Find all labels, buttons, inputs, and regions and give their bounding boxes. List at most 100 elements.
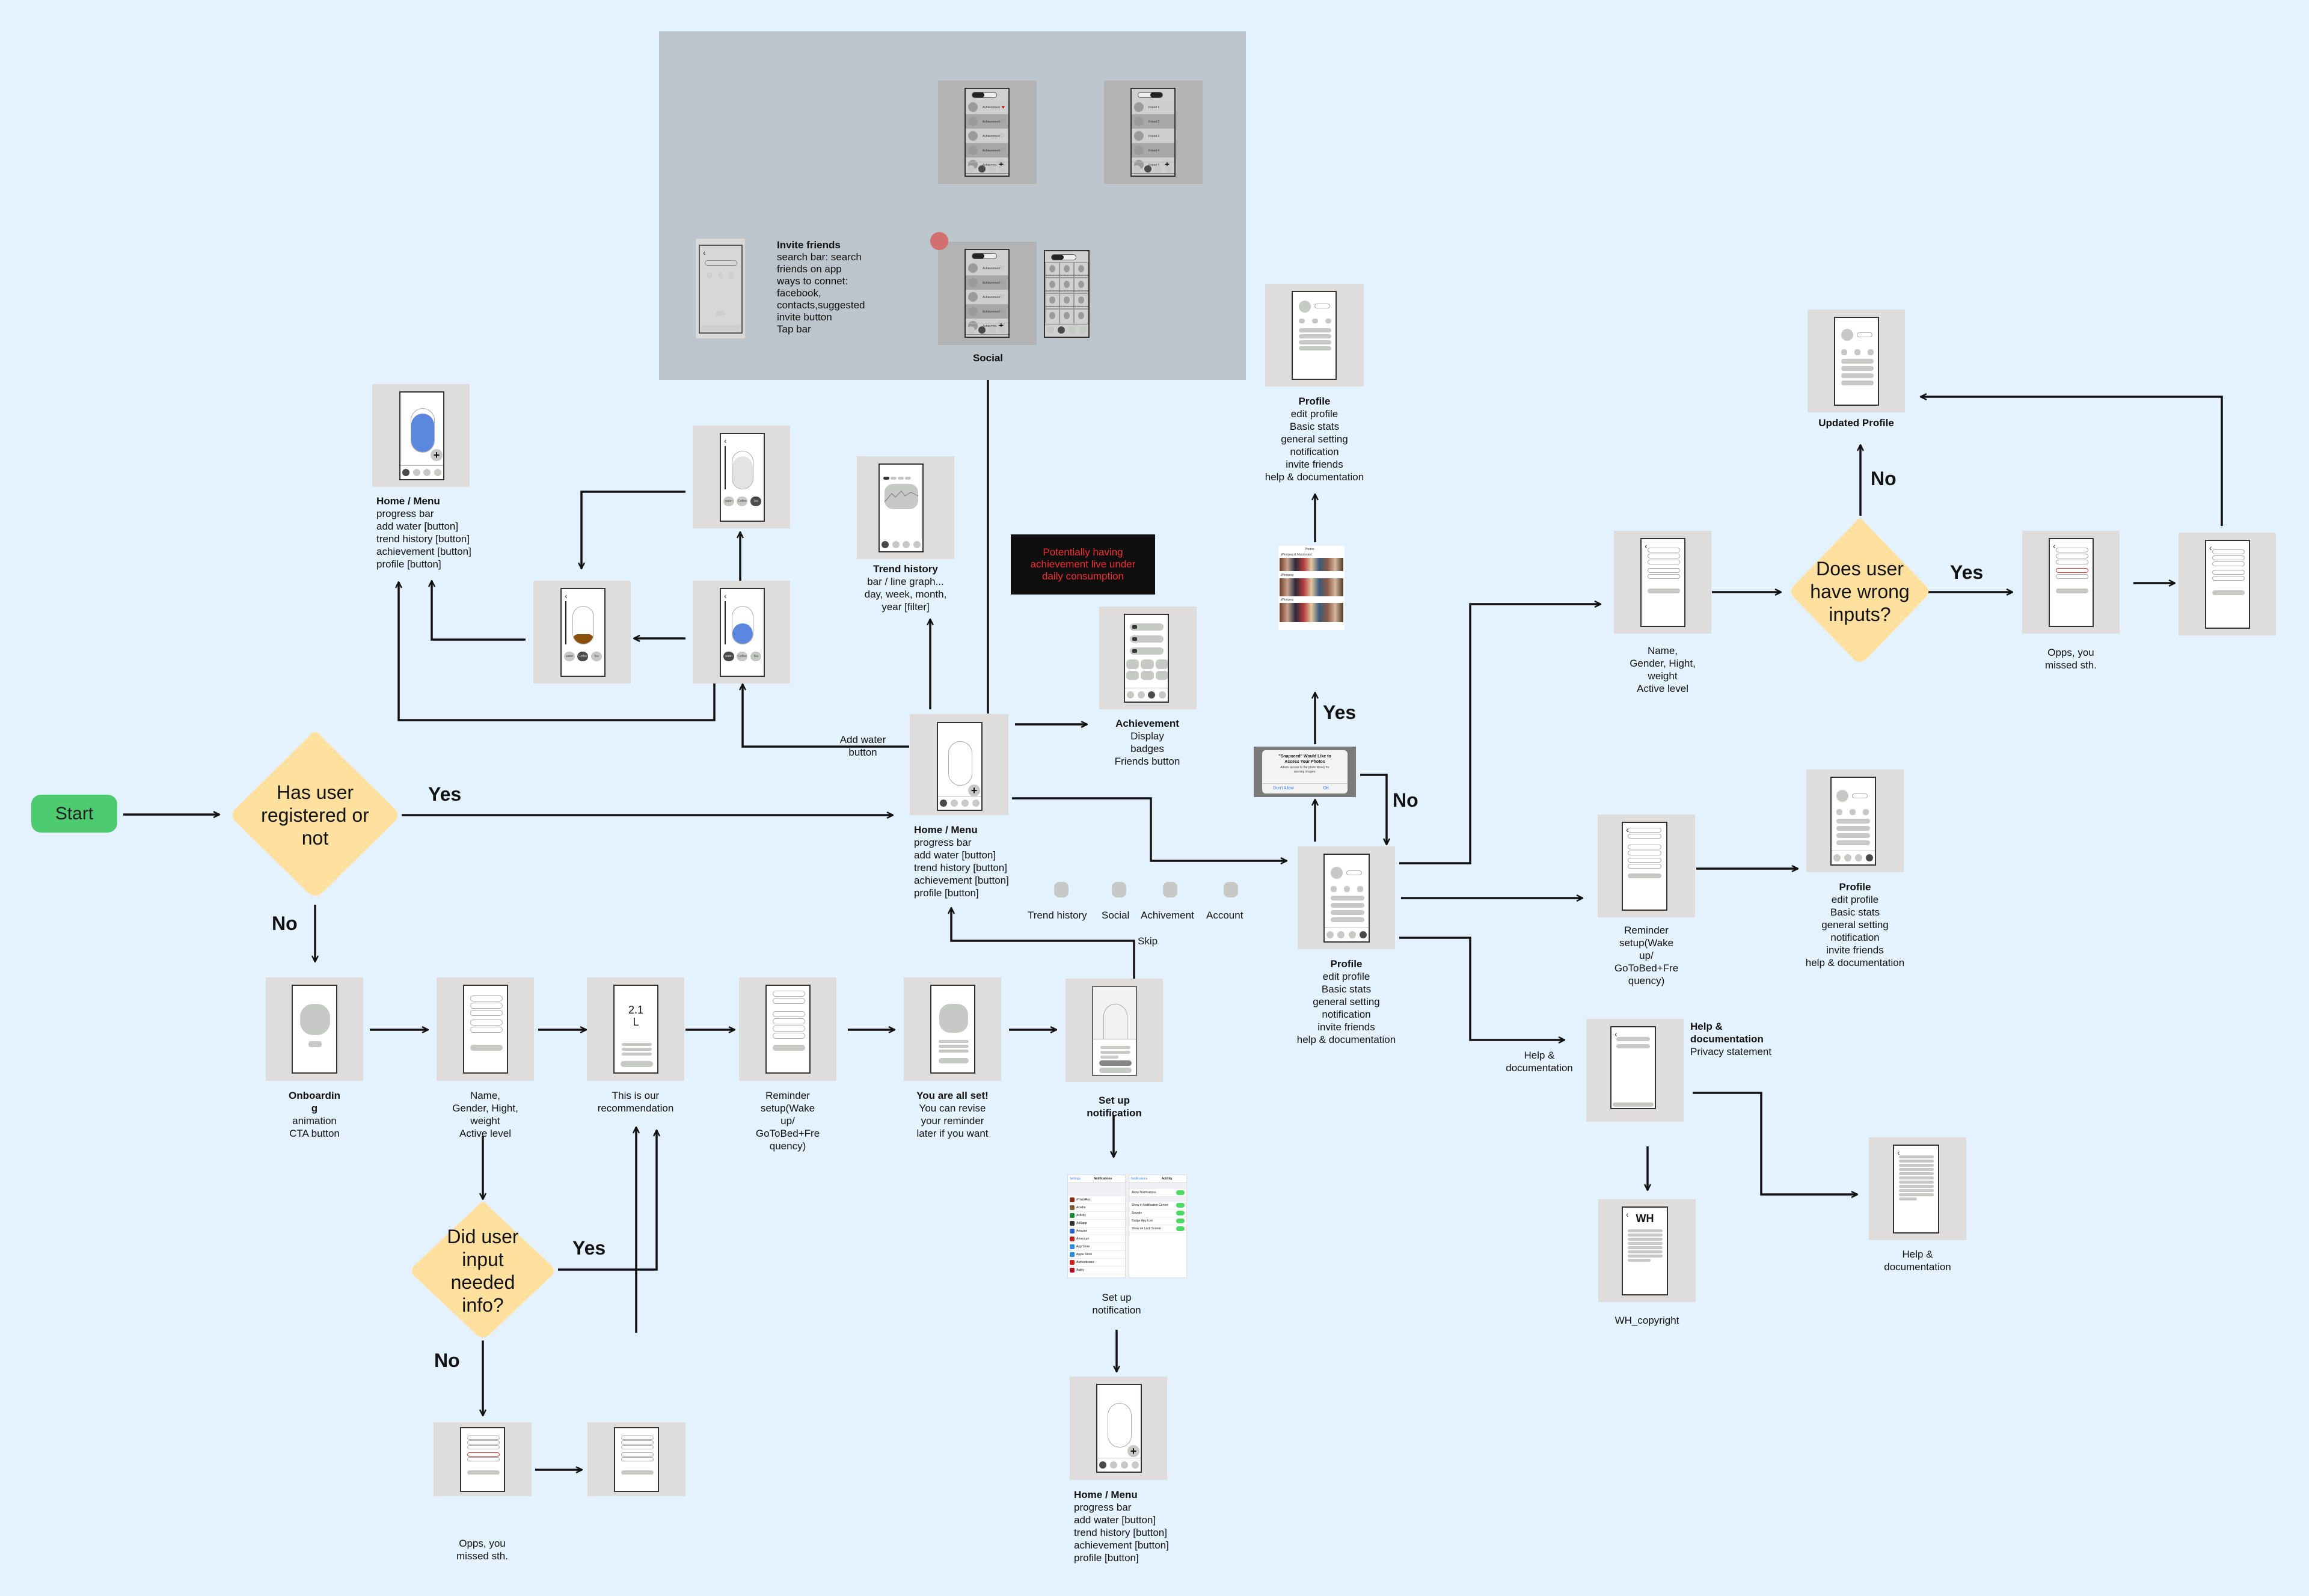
grid-item[interactable]: Achievement — [1045, 293, 1059, 309]
app-row[interactable]: Authy — [1068, 1267, 1125, 1274]
list-item[interactable]: Achievement♥ — [966, 100, 1008, 116]
drink-chip-coffee[interactable]: Coffee — [577, 652, 589, 661]
toggle-switch[interactable] — [1176, 1211, 1185, 1215]
app-row[interactable]: Apple Store — [1068, 1251, 1125, 1259]
screen-missed-input[interactable] — [434, 1422, 532, 1496]
list-item[interactable]: Friend 2 — [1132, 114, 1174, 130]
back-icon[interactable]: ‹ — [1614, 1029, 1618, 1039]
screen-profile-top[interactable] — [1265, 284, 1364, 387]
app-row[interactable]: Activity — [1068, 1212, 1125, 1220]
list-item[interactable]: Friend 4 — [1132, 143, 1174, 159]
back-icon[interactable]: ‹ — [2209, 543, 2212, 552]
heart-icon[interactable]: ♡ — [999, 294, 1005, 300]
drink-chip-tea[interactable]: Tea — [750, 652, 761, 661]
screen-fixed-input[interactable] — [587, 1422, 685, 1496]
screen-all-set[interactable] — [904, 977, 1001, 1081]
skip-label[interactable]: Skip — [1138, 935, 1158, 947]
screen-social[interactable]: Achievement♡Achievement♡Achievement♡Achi… — [938, 242, 1037, 345]
app-row[interactable]: AdSapp — [1068, 1220, 1125, 1228]
drink-chip-coffee[interactable]: Coffee — [737, 497, 748, 506]
heart-icon[interactable]: ♡ — [999, 308, 1005, 314]
screen-home[interactable]: + — [910, 714, 1008, 815]
back-link[interactable]: Settings — [1070, 1177, 1081, 1181]
back-icon[interactable]: ‹ — [703, 248, 706, 257]
grid-item[interactable] — [1074, 309, 1088, 325]
screen-profile-fixed[interactable]: ‹ — [2179, 533, 2276, 635]
screen-home-after-onboarding[interactable]: + — [1070, 1377, 1167, 1480]
toggle-switch[interactable] — [1176, 1218, 1185, 1223]
app-row[interactable]: Amazon — [1068, 1228, 1125, 1235]
drink-chip-water[interactable]: water — [723, 652, 735, 661]
grid-item[interactable]: Achievement — [1059, 278, 1074, 293]
back-icon[interactable]: ‹ — [724, 436, 727, 445]
screen-onboarding[interactable] — [266, 977, 363, 1081]
drink-chip-tea[interactable]: Tea — [590, 652, 602, 661]
toggle-switch[interactable] — [1176, 1226, 1185, 1231]
back-icon[interactable]: ‹ — [2053, 541, 2056, 551]
back-icon[interactable]: ‹ — [1645, 541, 1648, 551]
back-icon[interactable]: ‹ — [724, 591, 727, 601]
screen-profile-input[interactable] — [437, 977, 534, 1081]
dont-allow-button[interactable]: Don't Allow — [1273, 786, 1294, 790]
list-item[interactable]: Achievement♡ — [966, 114, 1008, 130]
start-node[interactable]: Start — [31, 795, 117, 833]
app-row[interactable]: #TrailsRoc — [1068, 1196, 1125, 1204]
back-icon[interactable]: ‹ — [565, 591, 568, 601]
app-row[interactable]: Authenticator — [1068, 1259, 1125, 1267]
segment-toggle[interactable] — [1138, 92, 1163, 98]
screen-profile-missed[interactable]: ‹ — [2022, 531, 2120, 634]
drink-chip-coffee[interactable]: Coffee — [737, 652, 748, 661]
segment-toggle[interactable] — [972, 92, 997, 98]
toggle-switch[interactable] — [1176, 1190, 1185, 1195]
back-icon[interactable]: ‹ — [1626, 825, 1629, 834]
heart-icon[interactable]: ♥ — [1001, 104, 1005, 110]
screen-setup-notification[interactable] — [1066, 979, 1163, 1082]
screen-social-achievements-liked[interactable]: Achievement♥Achievement♡Achievement♡Achi… — [938, 81, 1037, 184]
screen-profile-reminder[interactable]: ‹ — [1598, 815, 1695, 917]
grid-item[interactable] — [1059, 309, 1074, 325]
screen-profile[interactable] — [1298, 846, 1395, 949]
back-link[interactable]: Notifications — [1131, 1177, 1148, 1181]
grid-item[interactable]: Achievement — [1074, 262, 1088, 278]
drink-chip-water[interactable]: water — [564, 652, 575, 661]
screen-home-filled[interactable]: + — [372, 384, 470, 487]
list-item[interactable]: Achievement♡ — [966, 290, 1008, 306]
toggle-switch[interactable] — [1176, 1203, 1185, 1208]
screen-profile-after-reminder[interactable] — [1806, 769, 1904, 872]
screen-help[interactable]: ‹ — [1586, 1019, 1684, 1122]
list-item[interactable]: Achievement♡ — [966, 261, 1008, 277]
screen-recommendation[interactable]: 2.1 L — [587, 977, 684, 1081]
back-icon[interactable]: ‹ — [1897, 1148, 1900, 1157]
grid-item[interactable]: Achievement — [1045, 278, 1059, 293]
heart-icon[interactable]: ♡ — [999, 147, 1005, 153]
segment-toggle[interactable] — [1051, 254, 1076, 260]
app-row[interactable]: Acadia — [1068, 1204, 1125, 1212]
grid-item[interactable] — [1045, 309, 1059, 325]
screen-reminder-setup[interactable] — [739, 977, 836, 1081]
grid-item[interactable]: Achievement — [1045, 262, 1059, 278]
drink-chip-water[interactable]: water — [723, 497, 735, 506]
back-icon[interactable]: ‹ — [1626, 1209, 1629, 1219]
heart-icon[interactable]: ♡ — [999, 280, 1005, 286]
list-item[interactable]: Achievement♡ — [966, 275, 1008, 292]
list-item[interactable]: Friend 1 — [1132, 100, 1174, 116]
screen-achievement[interactable] — [1099, 607, 1197, 709]
list-item[interactable]: Friend 3 — [1132, 129, 1174, 145]
heart-icon[interactable]: ♡ — [999, 118, 1005, 124]
screen-updated-profile[interactable] — [1808, 310, 1905, 412]
heart-icon[interactable]: ♡ — [999, 133, 1005, 139]
grid-item[interactable]: Achievement — [1074, 293, 1088, 309]
grid-item[interactable]: Achievement — [1059, 262, 1074, 278]
screen-trend-history[interactable] — [857, 456, 954, 559]
grid-item[interactable]: Achievement — [1059, 293, 1074, 309]
heart-icon[interactable]: ♡ — [999, 265, 1005, 271]
screen-wh-copyright[interactable]: ‹ WH — [1598, 1199, 1696, 1302]
list-item[interactable]: Achievement♡ — [966, 304, 1008, 320]
app-row[interactable]: American — [1068, 1235, 1125, 1243]
screen-edit-profile[interactable]: ‹ — [1614, 531, 1711, 634]
drink-chip-tea[interactable]: Tea — [750, 497, 761, 506]
